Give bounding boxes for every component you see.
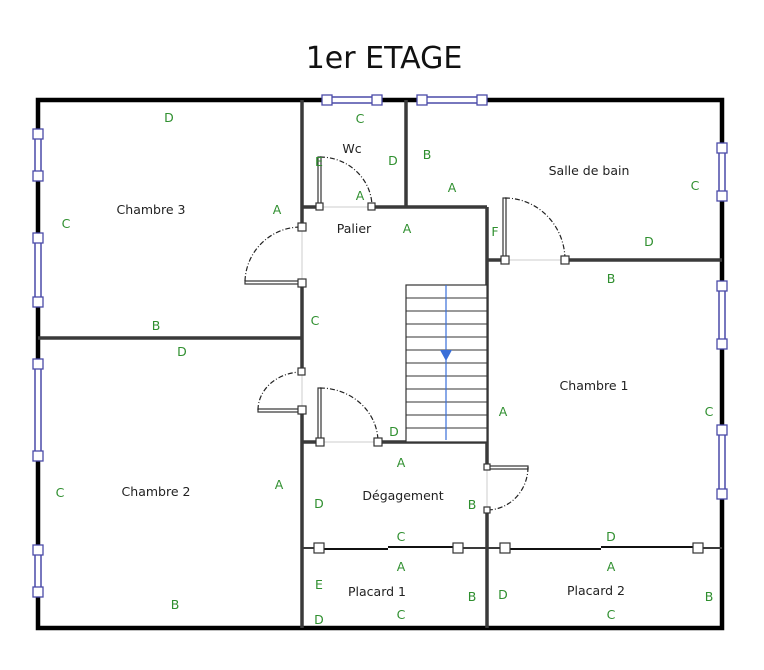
room-chambre-2: Chambre 2 [122, 484, 191, 499]
wall-tag: C [397, 529, 406, 544]
window-wc [321, 94, 383, 106]
window-salle-de-bain-top [416, 94, 488, 106]
window-chambre2-bottom [32, 544, 44, 598]
wall-tag: A [356, 188, 365, 203]
wall-tag: B [152, 318, 161, 333]
wall-tag: D [314, 496, 324, 511]
wall-tag: C [705, 404, 714, 419]
wall-tag: E [315, 154, 323, 169]
room-labels: Chambre 3 Wc Palier Salle de bain Chambr… [117, 141, 630, 599]
wall-tag: C [356, 111, 365, 126]
room-palier: Palier [337, 221, 372, 236]
window-chambre2-top [32, 358, 44, 462]
wall-tag: A [403, 221, 412, 236]
door-wc[interactable] [315, 156, 376, 211]
door-chambre2[interactable] [257, 367, 307, 415]
wall-tag: D [498, 587, 508, 602]
window-chambre1-top [716, 280, 728, 350]
staircase [405, 284, 488, 443]
wall-tag: B [607, 271, 616, 286]
door-openings [301, 206, 565, 510]
room-placard-1: Placard 1 [348, 584, 406, 599]
wall-tag: D [388, 153, 398, 168]
window-chambre1-bottom [716, 424, 728, 500]
room-salle-de-bain: Salle de bain [549, 163, 630, 178]
room-chambre-1: Chambre 1 [560, 378, 629, 393]
room-chambre-3: Chambre 3 [117, 202, 186, 217]
wall-tag: B [705, 589, 714, 604]
wall-tag: C [56, 485, 65, 500]
stair-arrow-icon [440, 350, 452, 361]
placard1-sliding-door[interactable] [313, 542, 464, 554]
placard2-sliding-door[interactable] [499, 542, 704, 554]
wall-tag: A [607, 559, 616, 574]
window-chambre3-bottom [32, 232, 44, 308]
door-chambre3[interactable] [244, 222, 307, 288]
wall-tags: D C A B C E D A A C B A C D F B A C D C … [56, 110, 714, 627]
room-wc: Wc [342, 141, 361, 156]
wall-tag: C [691, 178, 700, 193]
wall-tag: D [314, 612, 324, 627]
wall-tag: F [491, 224, 498, 239]
wall-tag: D [177, 344, 187, 359]
window-chambre3-top [32, 128, 44, 182]
wall-tag: B [423, 147, 432, 162]
wall-tag: A [448, 180, 457, 195]
room-placard-2: Placard 2 [567, 583, 625, 598]
wall-tag: A [397, 559, 406, 574]
wall-tag: C [607, 607, 616, 622]
door-chambre1[interactable] [483, 463, 529, 514]
wall-tag: D [164, 110, 174, 125]
room-degagement: Dégagement [362, 488, 443, 503]
wall-tag: B [171, 597, 180, 612]
wall-tag: D [606, 529, 616, 544]
wall-tag: A [273, 202, 282, 217]
wall-tag: D [389, 424, 399, 439]
wall-tag: A [499, 404, 508, 419]
wall-tag: A [397, 455, 406, 470]
window-salle-de-bain-right [716, 142, 728, 202]
door-salle-de-bain[interactable] [500, 197, 570, 265]
windows [32, 94, 728, 598]
door-degagement[interactable] [315, 387, 383, 447]
wall-tag: C [397, 607, 406, 622]
wall-tag: B [468, 589, 477, 604]
wall-tag: C [311, 313, 320, 328]
wall-tag: D [644, 234, 654, 249]
plan-title: 1er ETAGE [306, 41, 463, 76]
wall-tag: C [62, 216, 71, 231]
wall-tag: B [468, 497, 477, 512]
wall-tag: A [275, 477, 284, 492]
wall-tag: E [315, 577, 323, 592]
